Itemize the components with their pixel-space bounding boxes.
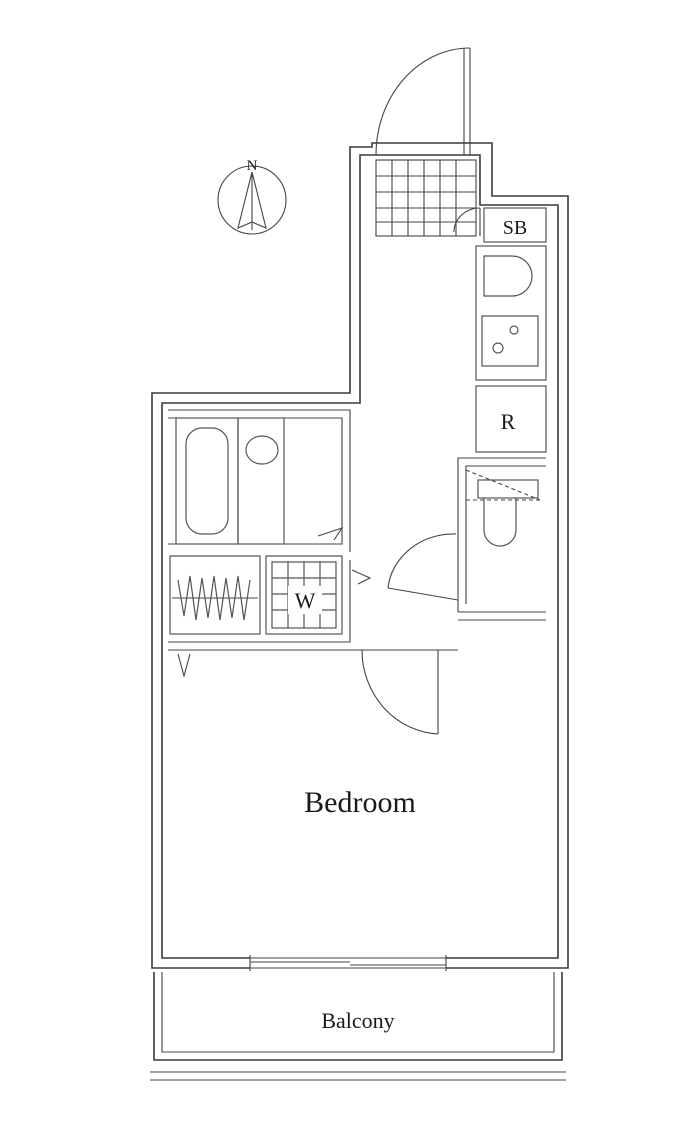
refrigerator-space: R — [475, 385, 547, 453]
bedroom-door-swing — [361, 649, 439, 735]
bedroom-partition — [361, 611, 546, 735]
kitchen-sink — [483, 255, 533, 297]
shoe-box-label: SB — [503, 217, 527, 239]
toilet-bowl — [483, 498, 517, 547]
stove-burner-icon — [492, 342, 504, 354]
corridor-walls — [168, 560, 372, 651]
stove — [481, 315, 539, 367]
corridor-door-marker — [351, 569, 372, 585]
toilet-tank — [477, 479, 539, 499]
outer-walls — [151, 142, 569, 969]
washer-space: W — [265, 555, 343, 635]
bathtub — [175, 417, 239, 545]
refrigerator-label: R — [501, 409, 516, 434]
closet — [169, 555, 261, 679]
bathroom-door-swing — [317, 526, 344, 541]
compass: N — [217, 158, 287, 235]
closet-door-marker — [177, 653, 191, 679]
stove-burner-icon — [509, 325, 519, 335]
balcony-sliding-window — [249, 955, 447, 971]
bedroom-label: Bedroom — [304, 786, 416, 819]
balcony-label: Balcony — [321, 1008, 394, 1033]
wash-basin — [245, 435, 279, 465]
closet-folding-door — [177, 575, 251, 621]
washer-label: W — [295, 588, 316, 613]
compass-north-label: N — [247, 158, 258, 174]
entrance-tile-grid — [375, 159, 477, 237]
bathroom — [168, 409, 351, 552]
kitchen-counter — [475, 245, 547, 381]
vanity-area — [237, 417, 285, 545]
entrance-door — [375, 47, 471, 156]
balcony: Balcony — [150, 972, 566, 1081]
shoe-box: SB — [453, 207, 547, 243]
bathtub-basin — [185, 427, 229, 535]
compass-circle — [217, 165, 287, 235]
toilet-room — [387, 457, 546, 612]
